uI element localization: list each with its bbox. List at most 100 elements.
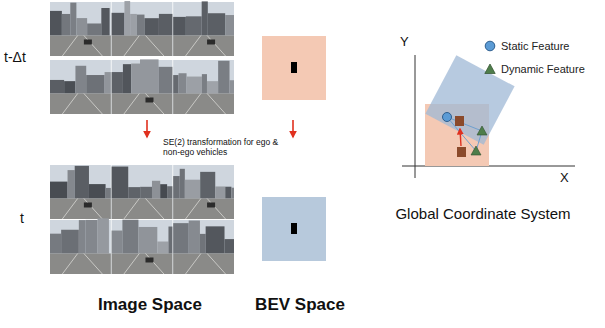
lane-line	[124, 35, 164, 56]
legend-entry: Dynamic Feature	[484, 63, 585, 75]
legend-swatch	[484, 40, 496, 52]
camera-strip	[50, 165, 234, 219]
building	[76, 18, 87, 35]
ego-vehicle	[291, 223, 297, 234]
lane-line	[186, 253, 226, 274]
dynamic-feature	[471, 146, 481, 155]
building	[187, 77, 202, 94]
building	[50, 182, 68, 199]
sky	[112, 220, 173, 274]
camera-view	[173, 165, 234, 219]
sky	[173, 220, 234, 274]
building	[173, 176, 180, 198]
building	[131, 64, 140, 94]
sky	[112, 165, 173, 219]
section-title: Global Coordinate System	[383, 205, 583, 222]
bev-grid	[262, 36, 326, 100]
time-label: t	[20, 210, 40, 226]
building	[138, 227, 157, 254]
legend-swatch	[484, 63, 496, 75]
building	[157, 242, 168, 254]
bev-grid	[262, 197, 326, 261]
building	[167, 186, 172, 198]
sky	[173, 60, 234, 114]
vehicle-current	[455, 116, 464, 126]
camera-view	[50, 2, 111, 56]
sky	[173, 2, 234, 56]
car	[207, 202, 215, 207]
building	[179, 73, 187, 93]
building	[70, 3, 76, 36]
camera-strip	[50, 1, 234, 56]
vehicle-past	[457, 147, 466, 157]
building	[61, 230, 79, 254]
camera-view	[112, 1, 173, 56]
building	[208, 13, 225, 35]
lane-line	[62, 198, 102, 219]
building	[64, 81, 75, 93]
building	[87, 23, 101, 35]
lane-line	[62, 253, 102, 274]
time-label: t-Δt	[4, 49, 48, 65]
sky	[50, 60, 111, 114]
building	[130, 14, 137, 36]
building	[50, 80, 64, 94]
building	[86, 220, 98, 254]
building	[86, 75, 104, 93]
building	[173, 223, 189, 253]
lane-line	[186, 35, 226, 56]
building	[225, 187, 231, 199]
building	[144, 18, 158, 35]
building	[105, 72, 111, 93]
building	[159, 67, 173, 94]
lane-line	[124, 253, 164, 274]
building	[160, 184, 167, 198]
lane-line	[124, 93, 164, 114]
lane-line	[186, 198, 226, 219]
building	[140, 59, 159, 93]
building	[185, 180, 200, 199]
feature-link	[447, 117, 482, 151]
road	[112, 93, 173, 114]
building	[112, 13, 125, 36]
camera-strip	[50, 218, 234, 274]
building	[128, 187, 140, 198]
camera-view	[112, 59, 173, 114]
road	[173, 35, 234, 56]
building	[137, 15, 145, 36]
building	[50, 11, 62, 36]
static-feature	[443, 113, 452, 122]
camera-view	[50, 218, 111, 274]
building	[122, 220, 138, 254]
building	[101, 8, 109, 35]
legend-entry: Static Feature	[484, 40, 569, 52]
section-title: BEV Space	[240, 295, 360, 315]
building	[189, 221, 200, 254]
time-arrow	[292, 120, 294, 137]
building	[106, 188, 111, 199]
sky	[50, 2, 111, 56]
camera-view	[173, 60, 234, 114]
building	[206, 226, 225, 253]
lane-line	[124, 198, 164, 219]
building	[231, 188, 234, 199]
building	[75, 166, 89, 199]
road	[112, 253, 173, 274]
sky	[50, 165, 111, 219]
building	[112, 72, 123, 93]
road	[173, 198, 234, 219]
camera-view	[50, 60, 111, 114]
building	[207, 81, 218, 93]
camera-view	[112, 220, 173, 274]
building	[123, 64, 131, 93]
camera-view	[112, 165, 173, 219]
axis-label: X	[560, 171, 574, 186]
road	[50, 35, 111, 56]
building	[140, 187, 152, 199]
building	[215, 186, 225, 198]
building	[98, 218, 109, 253]
lane-line	[62, 35, 102, 56]
road	[50, 93, 111, 114]
building	[218, 61, 229, 94]
